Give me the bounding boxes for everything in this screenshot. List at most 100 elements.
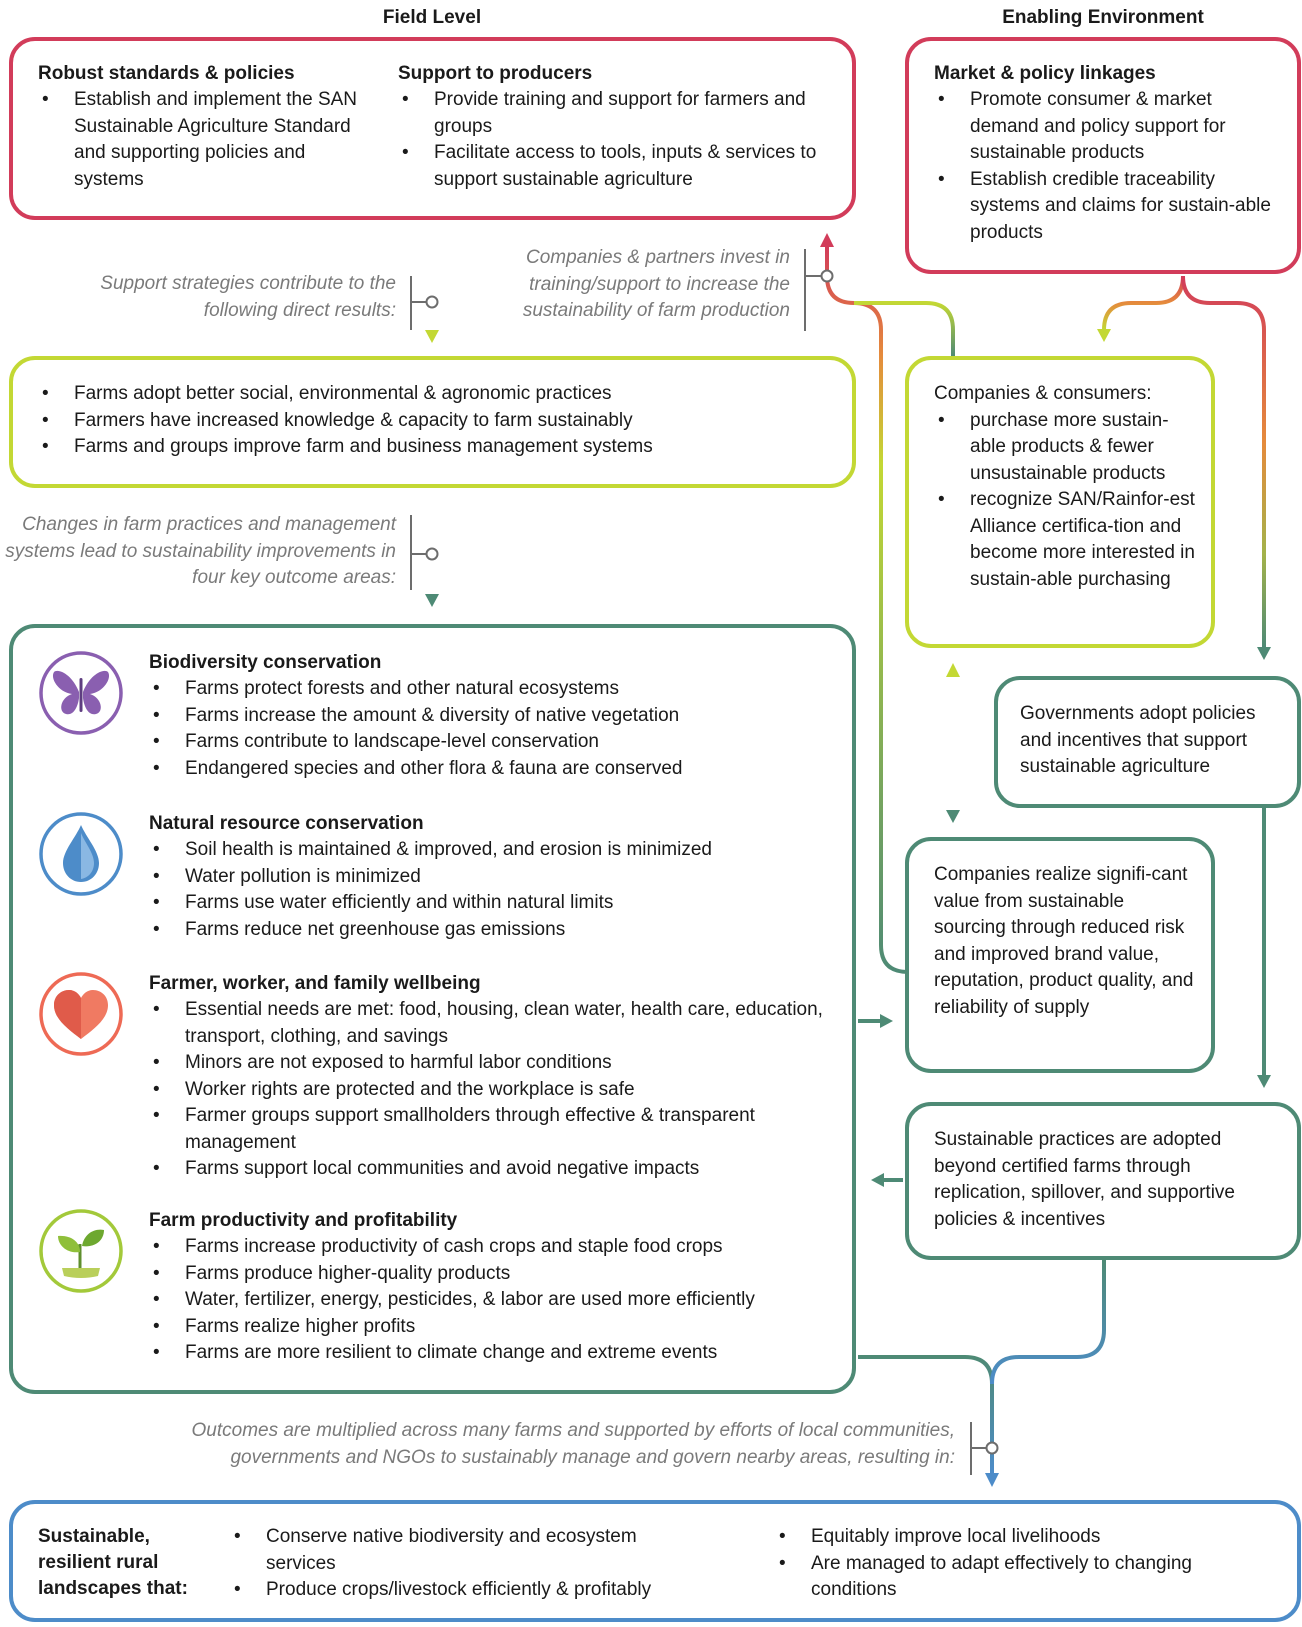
sustainable-practices-text: Sustainable practices are adopted beyond… [934,1129,1236,1230]
connector-market-to-consumers [1102,275,1185,331]
enabling-environment-heading: Enabling Environment [1002,7,1204,28]
consumers-intro: Companies & consumers: [934,383,1152,404]
arrowhead [946,810,960,823]
landscapes-box: Sustainable, resilient rural landscapes … [9,1500,1301,1622]
arrowhead [985,1473,999,1487]
natural-resource-item: Farms reduce net greenhouse gas emission… [149,917,839,944]
support-item: Provide training and support for farmers… [398,87,833,140]
productivity-list: Farms increase productivity of cash crop… [149,1234,839,1367]
support-title: Support to producers [398,63,593,84]
standards-title: Robust standards & policies [38,63,295,84]
direct-result-item: Farmers have increased knowledge & capac… [38,408,838,435]
landscape-item: Equitably improve local livelihoods [775,1524,1275,1551]
market-list: Promote consumer & market demand and pol… [934,87,1279,246]
arrowhead [820,233,834,247]
biodiversity-list: Farms protect forests and other natural … [149,676,839,782]
wellbeing-item: Worker rights are protected and the work… [149,1077,839,1104]
wellbeing-item: Essential needs are met: food, housing, … [149,997,839,1050]
support-item: Facilitate access to tools, inputs & ser… [398,140,833,193]
bracket-changes-practices [410,515,439,590]
arrowhead [1097,329,1111,342]
arrowhead [425,594,439,607]
market-policy-box: Market & policy linkages Promote consume… [905,37,1301,274]
direct-result-item: Farms adopt better social, environmental… [38,381,838,408]
landscapes-list-right: Equitably improve local livelihoodsAre m… [775,1524,1275,1604]
standards-list: Establish and implement the SAN Sustaina… [38,87,358,193]
market-item: Establish credible traceability systems … [934,167,1279,247]
wellbeing-section: Farmer, worker, and family wellbeing Ess… [149,971,839,1183]
natural-resource-title: Natural resource conservation [149,813,424,834]
outcome-areas-box: Biodiversity conservation Farms protect … [9,624,856,1394]
note-changes-practices: Changes in farm practices and management… [5,514,396,588]
butterfly-icon [38,650,124,736]
consumers-item: purchase more sustain-able products & fe… [934,408,1199,488]
natural-resource-item: Soil health is maintained & improved, an… [149,837,839,864]
bracket-outcomes-multiplied [970,1422,999,1475]
landscapes-label: Sustainable, resilient rural landscapes … [38,1526,188,1599]
productivity-item: Farms increase productivity of cash crop… [149,1234,839,1261]
note-outcomes-multiplied: Outcomes are multiplied across many farm… [191,1420,956,1468]
arrowhead [1257,1075,1271,1088]
support-section: Support to producers Provide training an… [398,61,833,193]
productivity-item: Farms produce higher-quality products [149,1261,839,1288]
arrowhead [946,663,960,677]
arrowhead [871,1173,884,1187]
natural-resource-item: Water pollution is minimized [149,864,839,891]
landscapes-list-left: Conserve native biodiversity and ecosyst… [230,1524,710,1604]
landscape-item: Are managed to adapt effectively to chan… [775,1551,1275,1604]
arrowhead [1257,647,1271,660]
productivity-item: Farms realize higher profits [149,1314,839,1341]
companies-consumers-box: Companies & consumers: purchase more sus… [905,356,1215,648]
natural-resource-item: Farms use water efficiently and within n… [149,890,839,917]
productivity-item: Water, fertilizer, energy, pesticides, &… [149,1287,839,1314]
connector-consumers-to-support [854,301,955,356]
field-level-heading: Field Level [382,7,482,28]
direct-result-item: Farms and groups improve farm and busine… [38,434,838,461]
biodiversity-section: Biodiversity conservation Farms protect … [149,650,839,782]
standards-section: Robust standards & policies Establish an… [38,61,358,193]
wellbeing-item: Farms support local communities and avoi… [149,1156,839,1183]
landscape-item: Produce crops/livestock efficiently & pr… [230,1577,710,1604]
natural-resource-section: Natural resource conservation Soil healt… [149,811,839,943]
consumers-item: recognize SAN/Rainfor-est Alliance certi… [934,487,1199,593]
arrowhead [425,330,439,343]
note-support-strategies: Support strategies contribute to the fol… [100,273,396,321]
field-level-strategies-box: Robust standards & policies Establish an… [9,37,856,220]
sustainable-practices-box: Sustainable practices are adopted beyond… [905,1102,1301,1260]
biodiversity-item: Endangered species and other flora & fau… [149,756,839,783]
water-drop-icon [38,811,124,897]
direct-results-list: Farms adopt better social, environmental… [38,381,838,461]
arrowhead [880,1014,893,1028]
consumers-list: purchase more sustain-able products & fe… [934,408,1199,594]
biodiversity-item: Farms increase the amount & diversity of… [149,703,839,730]
companies-value-box: Companies realize signifi-cant value fro… [905,837,1215,1073]
wellbeing-item: Minors are not exposed to harmful labor … [149,1050,839,1077]
market-item: Promote consumer & market demand and pol… [934,87,1279,167]
connector-market-to-governments [1181,275,1266,647]
standards-item: Establish and implement the SAN Sustaina… [38,87,358,193]
note-companies-invest: Companies & partners invest in training/… [522,247,790,321]
market-title: Market & policy linkages [934,63,1156,84]
wellbeing-title: Farmer, worker, and family wellbeing [149,973,481,994]
wellbeing-item: Farmer groups support smallholders throu… [149,1103,839,1156]
productivity-title: Farm productivity and profitability [149,1210,458,1231]
support-list: Provide training and support for farmers… [398,87,833,193]
connector-value-to-support [825,247,909,974]
governments-text: Governments adopt policies and incentive… [1020,703,1256,777]
productivity-item: Farms are more resilient to climate chan… [149,1340,839,1367]
natural-resource-list: Soil health is maintained & improved, an… [149,837,839,943]
biodiversity-item: Farms contribute to landscape-level cons… [149,729,839,756]
biodiversity-item: Farms protect forests and other natural … [149,676,839,703]
connector-practices-to-landscape [990,1260,1106,1385]
landscape-item: Conserve native biodiversity and ecosyst… [230,1524,710,1577]
bracket-support-strategies [410,276,439,330]
seedling-icon [38,1208,124,1294]
wellbeing-list: Essential needs are met: food, housing, … [149,997,839,1183]
direct-results-box: Farms adopt better social, environmental… [9,356,856,488]
governments-box: Governments adopt policies and incentive… [994,676,1301,808]
productivity-section: Farm productivity and profitability Farm… [149,1208,839,1367]
bracket-companies-invest [804,249,834,331]
biodiversity-title: Biodiversity conservation [149,652,382,673]
